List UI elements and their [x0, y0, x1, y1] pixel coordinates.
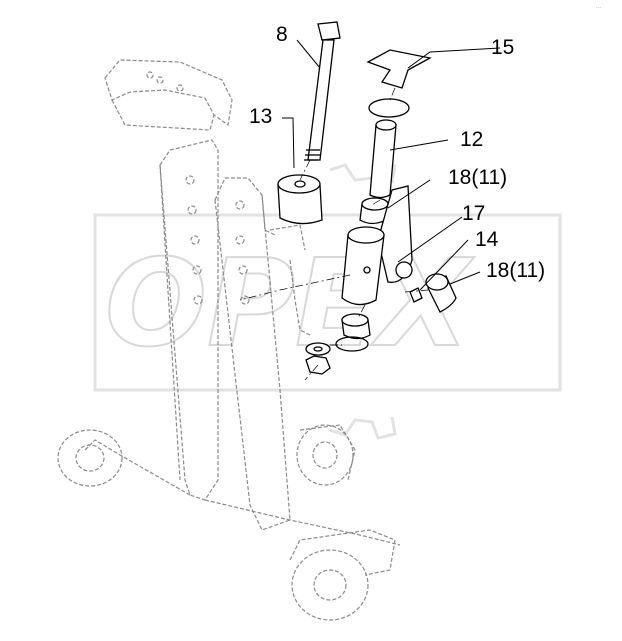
callout-13: 13	[249, 105, 272, 128]
lower-ring-part	[335, 336, 369, 352]
lower-bushing-part	[341, 313, 371, 340]
pin-part-12	[369, 119, 397, 199]
grease-nipple-part-14	[409, 287, 423, 303]
callout-14: 14	[475, 228, 499, 251]
bushing-part-18a	[359, 197, 389, 225]
leader-lines	[282, 39, 501, 291]
callout-17: 17	[462, 202, 485, 225]
bushing-part-13	[277, 174, 323, 225]
ring-part	[368, 98, 410, 118]
callout-12: 12	[460, 128, 483, 151]
bolt-part-8	[304, 21, 341, 161]
callout-8: 8	[276, 23, 288, 46]
lever-part-17	[341, 185, 413, 306]
callout-18-upper: 18(11)	[448, 166, 507, 189]
watermark-text: OPEX	[105, 235, 475, 374]
assembly-lines	[239, 87, 429, 381]
washer-part	[305, 342, 331, 356]
clip-part-15	[366, 49, 432, 89]
watermark: OPEX	[93, 160, 562, 440]
frame-assembly	[57, 59, 401, 621]
callout-15: 15	[491, 36, 514, 59]
corner-mark: …	[596, 4, 601, 10]
callout-18-lower: 18(11)	[486, 259, 545, 282]
